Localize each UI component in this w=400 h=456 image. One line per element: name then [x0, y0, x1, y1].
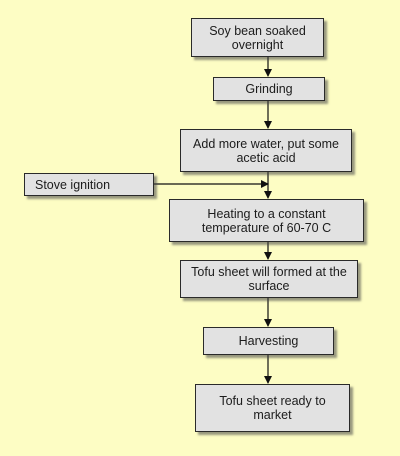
step-add-water-acetic-acid: Add more water, put some acetic acid	[180, 129, 352, 172]
step-stove-ignition: Stove ignition	[24, 173, 154, 196]
step-grinding: Grinding	[213, 77, 325, 101]
step-tofu-sheet-ready: Tofu sheet ready to market	[195, 384, 350, 432]
step-soy-bean-soaked: Soy bean soaked overnight	[191, 18, 324, 57]
step-harvesting: Harvesting	[203, 327, 334, 355]
step-heating: Heating to a constant temperature of 60-…	[169, 199, 364, 242]
step-tofu-sheet-formed: Tofu sheet will formed at the surface	[180, 260, 358, 298]
